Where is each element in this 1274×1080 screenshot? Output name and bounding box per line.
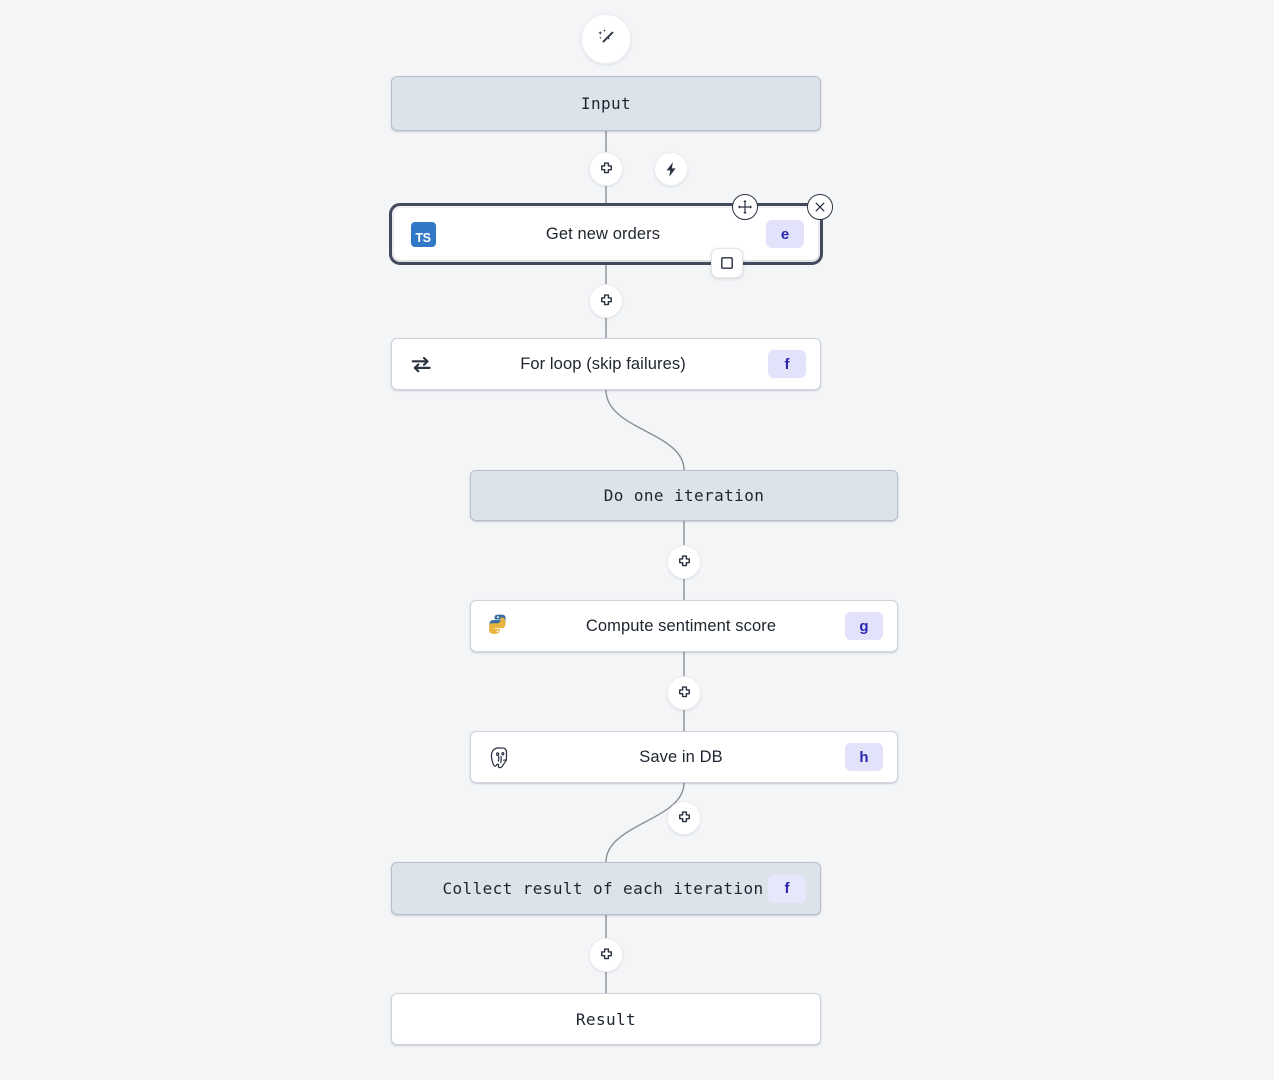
plus-icon [600, 161, 612, 173]
select-node-button[interactable] [711, 248, 743, 278]
repeat-arrows-icon [411, 356, 431, 372]
ai-builder-button[interactable] [581, 14, 631, 64]
node-collect-result-label: Collect result of each iteration [442, 879, 764, 898]
node-get-new-orders-label: Get new orders [545, 224, 661, 243]
node-collect-result[interactable]: Collect result of each iteration f [391, 862, 821, 915]
add-step-button-3[interactable] [667, 545, 701, 579]
node-for-loop-badge: f [768, 350, 806, 378]
node-compute-sentiment-score[interactable]: Compute sentiment score g [470, 600, 898, 652]
magic-wand-icon [598, 29, 614, 43]
node-result[interactable]: Result [391, 993, 821, 1045]
node-for-loop-label: For loop (skip failures) [520, 354, 686, 373]
postgresql-elephant-icon [490, 747, 508, 769]
node-do-one-iteration[interactable]: Do one iteration [470, 470, 898, 521]
python-logo-icon [489, 614, 506, 634]
node-save-in-db-badge: h [845, 743, 883, 771]
python-icon [483, 609, 517, 643]
plus-icon [600, 947, 612, 959]
plus-icon [678, 554, 690, 566]
node-collect-result-badge: f [768, 874, 806, 903]
postgresql-icon [483, 740, 517, 774]
lightning-bolt-icon [666, 161, 676, 177]
node-for-loop[interactable]: For loop (skip failures) f [391, 338, 821, 390]
node-get-new-orders[interactable]: TS Get new orders e [389, 203, 823, 265]
node-input-label: Input [580, 94, 632, 113]
plus-icon [678, 685, 690, 697]
node-do-one-iteration-label: Do one iteration [603, 486, 765, 505]
close-handle[interactable] [807, 194, 833, 220]
node-compute-sentiment-score-label: Compute sentiment score [585, 616, 777, 635]
node-result-label: Result [575, 1009, 637, 1029]
plus-icon [678, 810, 690, 822]
node-save-in-db[interactable]: Save in DB h [470, 731, 898, 783]
add-step-button-5[interactable] [667, 801, 701, 835]
node-get-new-orders-badge: e [766, 220, 804, 248]
edge-forloop-to-iteration [605, 389, 685, 471]
add-step-button-6[interactable] [589, 938, 623, 972]
add-step-button-1[interactable] [589, 152, 623, 186]
typescript-icon: TS [406, 217, 440, 251]
move-icon [737, 199, 753, 215]
node-compute-sentiment-score-badge: g [845, 612, 883, 640]
loop-icon [404, 347, 438, 381]
trigger-button[interactable] [654, 152, 688, 186]
close-icon [815, 202, 825, 212]
square-icon [721, 257, 733, 269]
move-handle[interactable] [732, 194, 758, 220]
add-step-button-2[interactable] [589, 284, 623, 318]
node-input[interactable]: Input [391, 76, 821, 131]
plus-icon [600, 293, 612, 305]
node-save-in-db-label: Save in DB [639, 747, 723, 766]
add-step-button-4[interactable] [667, 676, 701, 710]
